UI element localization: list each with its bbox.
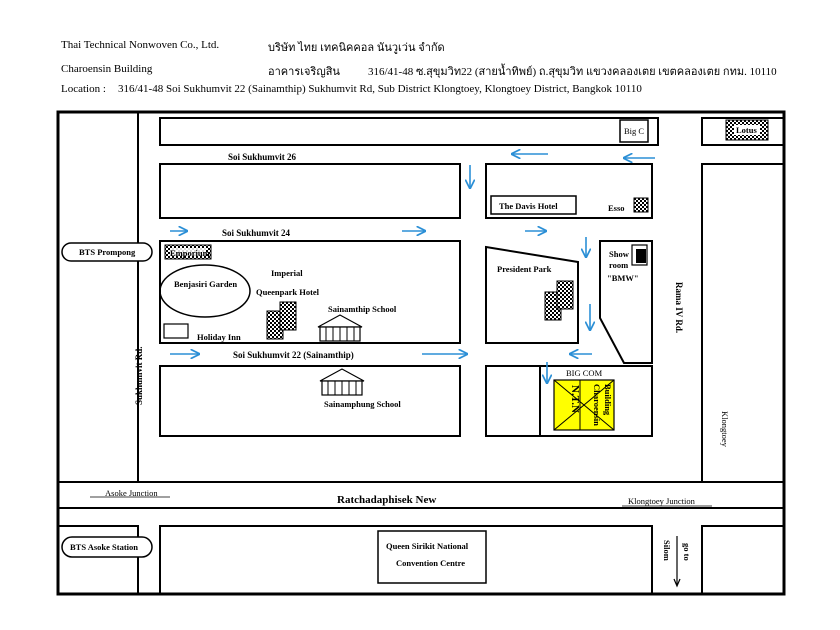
block-right-top [701, 117, 785, 146]
block-big-com [539, 365, 653, 437]
block-davis [485, 163, 653, 219]
map-frame [56, 110, 786, 596]
block-qsncc-area [159, 525, 653, 595]
qsncc-label-2: Convention Centre [396, 558, 465, 568]
traffic-arrows [170, 154, 655, 383]
holiday-inn-label: Holiday Inn [197, 332, 241, 342]
block-showroom [599, 240, 653, 364]
building-name-en: Charoensin Building [61, 63, 153, 75]
ntn-label: N.T.N [569, 385, 581, 413]
qsncc-box [377, 530, 487, 584]
go-to-label: go to [682, 543, 692, 561]
soi-22-label: Soi Sukhumvit 22 (Sainamthip) [233, 350, 354, 360]
block-right-upper [701, 163, 785, 483]
davis-hotel-box [490, 195, 577, 215]
block-sainamphung [159, 365, 461, 437]
block-left-lower [57, 525, 139, 595]
big-c-box [619, 119, 649, 143]
block-charoensin [485, 365, 541, 437]
showroom-label-1: Show [609, 249, 630, 259]
benjasiri-garden-label: Benjasiri Garden [174, 279, 237, 289]
bts-asoke-badge [61, 536, 153, 558]
sainamthip-school-icon [317, 314, 363, 342]
block-president-park [485, 245, 579, 344]
sainamphung-school-icon [319, 368, 365, 396]
building-label: Building [603, 384, 613, 416]
bmw-label: "BMW" [607, 273, 639, 283]
block-soi26-24 [159, 163, 461, 219]
bts-prompong-label: BTS Prompong [79, 247, 136, 257]
big-c-label: Big C [624, 126, 644, 136]
soi-26-label: Soi Sukhumvit 26 [228, 152, 297, 162]
queenpark-building-2 [279, 301, 297, 331]
emporium-label: Emporium [170, 248, 210, 258]
block-right-lower [701, 525, 785, 595]
ratchadaphisek-label: Ratchadaphisek New [337, 494, 436, 506]
esso-label: Esso [608, 203, 625, 213]
block-left-upper [57, 111, 139, 483]
benjasiri-garden-shape [159, 264, 251, 318]
klongtoey-junction-label: Klongtoey Junction [628, 496, 696, 506]
location-label: Location : [61, 83, 106, 95]
sainamphung-school-label: Sainamphung School [324, 399, 401, 409]
lotus-label: Lotus [736, 125, 757, 135]
company-name-th: บริษัท ไทย เทคนิคคอล นันวูเว่น จำกัด [268, 42, 445, 54]
building-name-th: อาคารเจริญสิน [268, 66, 340, 78]
silom-label: Silom [662, 540, 672, 561]
bts-asoke-label: BTS Asoke Station [70, 542, 138, 552]
queenpark-hotel-label: Queenpark Hotel [256, 287, 320, 297]
location-text: 316/41-48 Soi Sukhumvit 22 (Sainamthip) … [118, 83, 642, 95]
imperial-label: Imperial [271, 268, 303, 278]
soi-24-label: Soi Sukhumvit 24 [222, 228, 291, 238]
bts-prompong-badge [61, 242, 153, 262]
president-park-building-2 [556, 280, 574, 310]
asoke-junction-label: Asoke Junction [105, 488, 158, 498]
davis-hotel-label: The Davis Hotel [499, 201, 558, 211]
block-top [159, 117, 659, 146]
showroom-label-2: room [609, 260, 628, 270]
klongtoey-road-label: Klongtoey [720, 411, 730, 448]
charoensin-label: Charoensin [592, 384, 602, 426]
rama-4-road-label: Rama IV Rd. [674, 282, 684, 333]
big-com-label: BIG COM [566, 368, 603, 378]
sainamthip-school-label: Sainamthip School [328, 304, 397, 314]
sukhumvit-road-label: Sukhumvit Rd. [134, 346, 144, 405]
address-th: 316/41-48 ซ.สุขุมวิท22 (สายน้ำทิพย์) ถ.ส… [368, 66, 777, 78]
holiday-inn-box [163, 323, 189, 339]
qsncc-label-1: Queen Sirikit National [386, 541, 469, 551]
company-name-en: Thai Technical Nonwoven Co., Ltd. [61, 39, 220, 51]
esso-box [633, 197, 649, 213]
president-park-label: President Park [497, 264, 552, 274]
